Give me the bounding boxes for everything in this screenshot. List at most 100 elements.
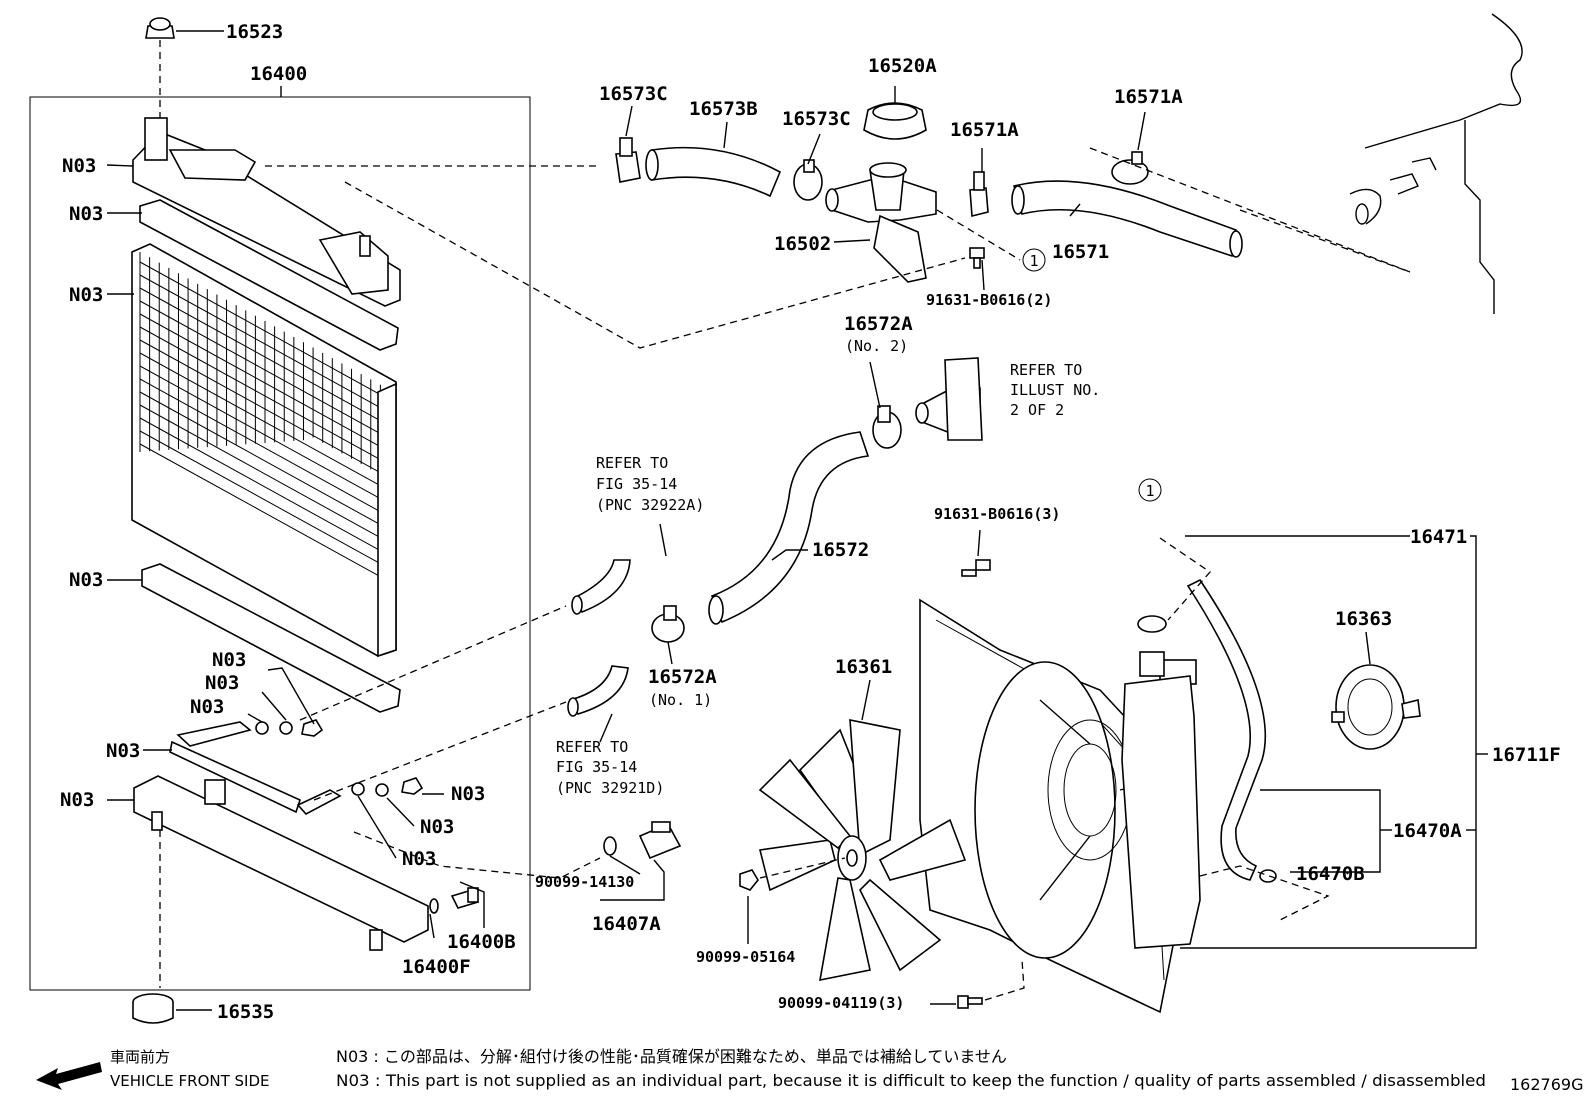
svg-text:ILLUST NO.: ILLUST NO.: [1010, 381, 1100, 399]
hose-16572: [708, 431, 870, 625]
svg-text:N03: N03: [420, 816, 454, 838]
water-outlet-16502: [825, 162, 937, 283]
lower-gasket: [141, 563, 401, 713]
front-arrow-icon: [36, 1062, 102, 1090]
svg-text:N03: N03: [190, 696, 224, 718]
hose-clamp-16573C-a: [615, 137, 641, 183]
overflow-hose-16471: [1186, 578, 1267, 881]
reference-marker-1-top: 1: [1022, 248, 1046, 272]
svg-text:2 OF 2: 2 OF 2: [1010, 401, 1064, 419]
label-91631-B0616-2: 91631-B0616(2): [926, 291, 1052, 309]
vehicle-front-indicator: 車両前方 VEHICLE FRONT SIDE: [36, 1048, 270, 1090]
svg-text:FIG 35-14: FIG 35-14: [596, 475, 677, 493]
label-16502: 16502: [774, 233, 831, 255]
lower-tank: [133, 775, 429, 951]
label-90099-04119: 90099-04119(3): [778, 994, 904, 1012]
pipe-ref-32921D: [567, 665, 629, 717]
svg-text:REFER TO: REFER TO: [596, 454, 668, 472]
label-16363: 16363: [1335, 608, 1392, 630]
n03-labels: N03 N03 N03 N03 N03 N03 N03 N03 N03 N03 …: [60, 155, 485, 870]
water-inlet-illust-2: [915, 357, 983, 441]
label-16571A-b: 16571A: [1114, 86, 1183, 108]
svg-text:車両前方: 車両前方: [110, 1048, 170, 1066]
upper-gasket: [139, 199, 399, 351]
radiator-cap-16523: [145, 17, 224, 118]
label-16361: 16361: [835, 656, 892, 678]
hose-16573B: [645, 146, 782, 198]
hose-16571: [1011, 180, 1243, 258]
label-16470A: 16470A: [1393, 820, 1462, 842]
hose-clamp-16572A-no2: [872, 405, 902, 449]
hose-clamp-16573C-b: [793, 159, 823, 201]
fan-16361: [758, 719, 967, 982]
label-16572A-top: 16572A: [844, 313, 913, 335]
drain-cock-16407A: [603, 821, 682, 860]
part-labels: 16523 16400 16573C 16573B 16520A 16573C …: [217, 21, 1561, 1023]
hose-clamp-16571A-b: [1111, 151, 1149, 185]
pipe-ref-32922A: [571, 559, 631, 615]
label-16520A: 16520A: [868, 55, 937, 77]
hose-clamp-16571A-a: [969, 171, 989, 218]
label-16573C-b: 16573C: [782, 108, 851, 130]
refer-illust-2of2: REFER TO ILLUST NO. 2 OF 2: [1010, 361, 1100, 419]
label-16572A-top-sub: (No. 2): [845, 337, 908, 355]
nut-90099-05164: [739, 869, 759, 891]
illustration-id: 162769G: [1510, 1075, 1583, 1094]
label-16711F: 16711F: [1492, 744, 1561, 766]
refer-fig-32921D: REFER TO FIG 35-14 (PNC 32921D): [556, 738, 664, 797]
label-16470B: 16470B: [1296, 863, 1365, 885]
svg-text:N03: N03: [69, 284, 103, 306]
svg-text:REFER TO: REFER TO: [556, 738, 628, 756]
radiator-cap-16520A: [863, 102, 927, 140]
svg-text:REFER TO: REFER TO: [1010, 361, 1082, 379]
reference-marker-1-fan: 1: [1138, 478, 1162, 502]
note-jp: N03 : この部品は、分解･組付け後の性能･品質確保が困難なため、単品では補給…: [336, 1047, 1007, 1066]
note-en: N03 : This part is not supplied as an in…: [336, 1071, 1486, 1090]
svg-text:N03: N03: [205, 672, 239, 694]
label-16571A-a: 16571A: [950, 119, 1019, 141]
label-90099-14130: 90099-14130: [535, 873, 634, 891]
label-16523: 16523: [226, 21, 283, 43]
svg-text:VEHICLE FRONT SIDE: VEHICLE FRONT SIDE: [110, 1072, 270, 1090]
radiator-assembly-frame: [29, 96, 531, 991]
drain-cock-16400B: [429, 887, 480, 914]
bolt-91631-B0616-2: [969, 247, 985, 269]
svg-text:(PNC 32922A): (PNC 32922A): [596, 496, 704, 514]
fan-motor-16363: [1331, 664, 1421, 750]
leader-lines: [106, 86, 1488, 1005]
svg-text:N03: N03: [62, 155, 96, 177]
hose-clamp-16572A-no1: [651, 605, 685, 643]
reservoir-tank-16470A: [1121, 615, 1201, 949]
svg-text:N03: N03: [106, 740, 140, 762]
label-16400: 16400: [250, 63, 307, 85]
label-16400B: 16400B: [447, 931, 516, 953]
refer-fig-32922A: REFER TO FIG 35-14 (PNC 32922A): [596, 454, 704, 514]
svg-text:N03: N03: [69, 569, 103, 591]
label-16407A: 16407A: [592, 913, 661, 935]
label-16471: 16471: [1410, 526, 1467, 548]
label-16573C-a: 16573C: [599, 83, 668, 105]
drain-tubes: [169, 719, 424, 816]
clamp-16470B: [1259, 869, 1277, 883]
label-90099-05164: 90099-05164: [696, 948, 795, 966]
svg-text:1: 1: [1029, 252, 1038, 270]
radiator-core: [131, 243, 397, 658]
svg-text:FIG 35-14: FIG 35-14: [556, 758, 637, 776]
label-91631-B0616-3: 91631-B0616(3): [934, 505, 1060, 523]
svg-text:N03: N03: [402, 848, 436, 870]
svg-text:N03: N03: [212, 649, 246, 671]
label-16573B: 16573B: [689, 98, 758, 120]
label-16571: 16571: [1052, 241, 1109, 263]
svg-text:N03: N03: [451, 783, 485, 805]
drain-plug-16535: [132, 993, 212, 1024]
bolt-90099-04119: [957, 995, 983, 1009]
label-16572A-bot-sub: (No. 1): [649, 691, 712, 709]
svg-text:(PNC 32921D): (PNC 32921D): [556, 779, 664, 797]
label-16400F: 16400F: [402, 956, 471, 978]
label-16572: 16572: [812, 539, 869, 561]
label-16535: 16535: [217, 1001, 274, 1023]
svg-text:N03: N03: [60, 789, 94, 811]
bolt-91631-B0616-3: [961, 559, 991, 577]
svg-text:N03: N03: [69, 203, 103, 225]
